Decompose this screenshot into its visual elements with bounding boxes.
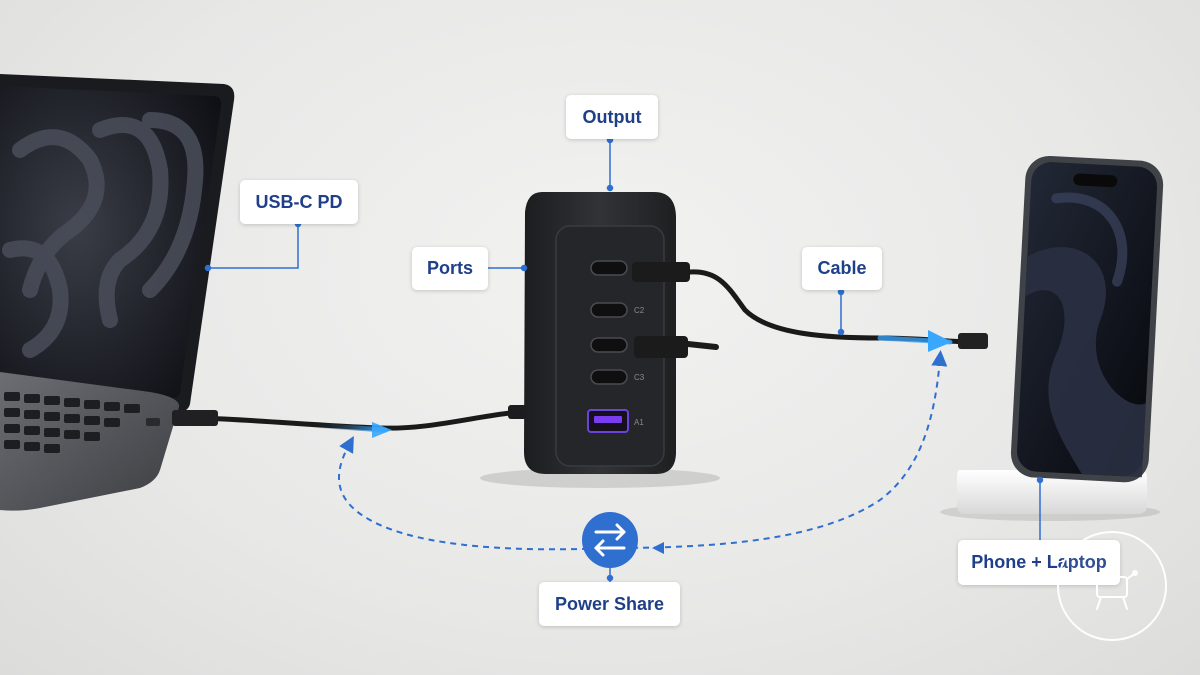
phone-wallpaper-swirl: [1051, 192, 1128, 287]
leader-usb-c-pd: [208, 224, 299, 269]
leader-usb-c-pd-dot-end: [204, 264, 212, 272]
second-cable-stub: [685, 341, 719, 350]
port-label-a1: A1: [634, 418, 644, 427]
laptop-plug: [172, 410, 218, 426]
leader-cable-dot-bottom: [837, 328, 845, 336]
usb-c-port-4: [590, 369, 628, 385]
second-cable-plug: [634, 336, 688, 358]
leader-ports-dot: [520, 264, 528, 272]
phone-wallpaper: [1025, 247, 1146, 478]
leader-phone-laptop-dot: [1036, 476, 1044, 484]
charger: C2 C3 A1: [524, 192, 676, 474]
callout-cable: Cable: [802, 247, 882, 290]
power-share-path-right: [609, 350, 948, 549]
watermark-badge-icon: [1057, 531, 1167, 641]
phone: [1010, 155, 1164, 483]
phone-island: [1073, 173, 1118, 188]
port-label-c2: C2: [634, 306, 645, 315]
laptop-cable-arrow: [372, 422, 392, 438]
usb-c-port-2: [590, 302, 628, 318]
laptop: [0, 74, 235, 511]
callout-ports: Ports: [412, 247, 488, 290]
swap-arrows-icon: [582, 512, 638, 568]
badge-glyph: [1086, 570, 1138, 610]
callout-usb-c-pd: USB-C PD: [240, 180, 358, 224]
power-share-arrow-mid: [652, 542, 664, 554]
laptop-wallpaper: [2, 112, 204, 358]
usb-a-port-tongue: [594, 416, 622, 423]
leader-output-dot-bottom: [606, 184, 614, 192]
callout-leaders: [204, 136, 1044, 582]
callout-output: Output: [566, 95, 658, 139]
phone-cable-plug: [632, 262, 690, 282]
usb-c-port-1: [590, 260, 628, 276]
laptop-keyboard: [4, 392, 140, 453]
power-share-path-left: [338, 436, 611, 551]
stand-base: [957, 470, 1147, 514]
port-label-c3: C3: [634, 373, 645, 382]
phone-cable-arrow: [928, 330, 952, 352]
callout-power-share: Power Share: [539, 582, 680, 626]
phone-plug: [958, 333, 988, 349]
laptop-cable: [197, 409, 539, 431]
laptop-usb-port: [146, 418, 160, 426]
power-share-icon-circle: [582, 512, 638, 568]
leader-power-share-dot: [606, 574, 614, 582]
leader-cable-dot-top: [837, 288, 845, 296]
laptop-base: [0, 372, 180, 511]
usb-c-port-3: [590, 337, 628, 353]
